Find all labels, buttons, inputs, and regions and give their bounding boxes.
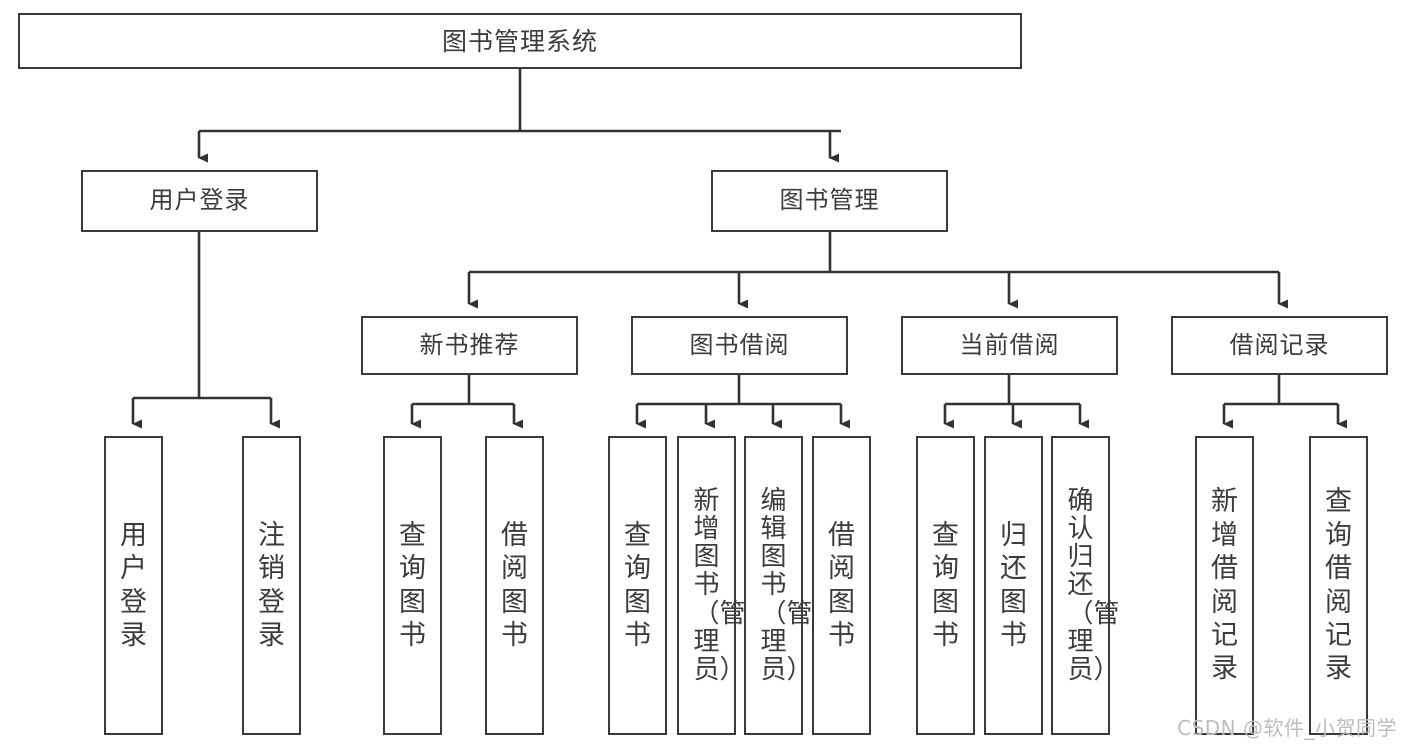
- node-label: 归还图书: [1000, 519, 1027, 651]
- leaf-query-book-recommend[interactable]: 查询图书: [383, 436, 442, 735]
- leaf-user-login[interactable]: 用户登录: [104, 436, 163, 735]
- leaf-confirm-return-admin[interactable]: 确认归还（管理员）: [1051, 436, 1120, 735]
- node-label: 借阅图书: [828, 519, 855, 651]
- node-borrow-record[interactable]: 借阅记录: [1171, 316, 1388, 375]
- node-new-book-recommend[interactable]: 新书推荐: [361, 316, 578, 375]
- leaf-query-borrow-record[interactable]: 查询借阅记录: [1309, 436, 1368, 735]
- node-label: 确认归还（管理员）: [1067, 486, 1120, 685]
- node-label: 图书借阅: [689, 330, 790, 359]
- node-label: 编辑图书（管理员）: [760, 486, 813, 685]
- node-label: 图书管理系统: [441, 26, 598, 56]
- leaf-logout[interactable]: 注销登录: [242, 436, 301, 735]
- node-label: 查询图书: [399, 519, 426, 651]
- node-label: 当前借阅: [959, 330, 1060, 359]
- node-label: 新增借阅记录: [1211, 486, 1238, 685]
- node-label: 新书推荐: [419, 330, 520, 359]
- node-label: 查询图书: [624, 519, 651, 651]
- node-label: 注销登录: [258, 519, 285, 651]
- leaf-add-book-admin[interactable]: 新增图书（管理员）: [677, 436, 746, 735]
- leaf-return-book[interactable]: 归还图书: [984, 436, 1043, 735]
- leaf-borrow-book-recommend[interactable]: 借阅图书: [485, 436, 544, 735]
- leaf-add-borrow-record[interactable]: 新增借阅记录: [1195, 436, 1254, 735]
- node-label: 图书管理: [779, 186, 880, 215]
- node-label: 查询借阅记录: [1325, 486, 1352, 685]
- node-root-system[interactable]: 图书管理系统: [18, 13, 1022, 69]
- leaf-query-book-borrow[interactable]: 查询图书: [608, 436, 667, 735]
- node-label: 借阅图书: [501, 519, 528, 651]
- node-label: 借阅记录: [1229, 330, 1330, 359]
- node-label: 用户登录: [120, 519, 147, 651]
- leaf-borrow-book[interactable]: 借阅图书: [812, 436, 871, 735]
- node-label: 用户登录: [149, 186, 250, 215]
- node-label: 查询图书: [932, 519, 959, 651]
- node-book-borrow[interactable]: 图书借阅: [631, 316, 848, 375]
- watermark: CSDN @软件_小贺同学: [1177, 716, 1397, 740]
- leaf-edit-book-admin[interactable]: 编辑图书（管理员）: [744, 436, 813, 735]
- node-user-login[interactable]: 用户登录: [81, 170, 318, 232]
- leaf-query-book-current[interactable]: 查询图书: [916, 436, 975, 735]
- node-label: 新增图书（管理员）: [693, 486, 746, 685]
- node-current-borrow[interactable]: 当前借阅: [901, 316, 1118, 375]
- node-book-management[interactable]: 图书管理: [711, 170, 948, 232]
